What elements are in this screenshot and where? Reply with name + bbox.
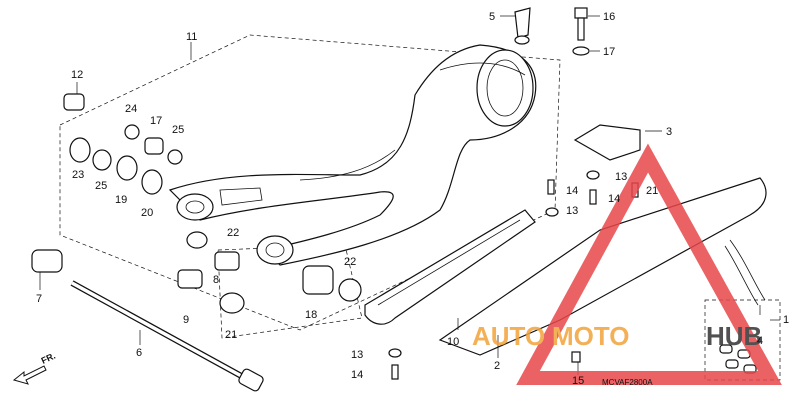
bolt-part-16 <box>574 7 588 41</box>
screw-part-15 <box>571 351 581 363</box>
bolt-part-14a <box>547 179 555 195</box>
callout-label: 15 <box>572 375 584 387</box>
callout-label: 13 <box>566 205 578 217</box>
collar-part-7 <box>31 249 63 273</box>
callout-label: 17 <box>603 46 615 58</box>
callout-label: 2 <box>494 360 500 372</box>
watermark-text-moto: MOTO <box>552 321 630 351</box>
callout-label: 13 <box>615 171 627 183</box>
callout-label: 23 <box>72 169 84 181</box>
bearing-part-20 <box>302 265 334 295</box>
collar-part-9 <box>177 269 203 289</box>
callout-label: 22 <box>227 227 239 239</box>
callout-label: 24 <box>125 103 137 115</box>
pivot-bolt-part-6 <box>70 280 264 392</box>
callout-label: 21 <box>225 329 237 341</box>
seal-part-22a <box>219 292 245 314</box>
leader-lines <box>39 15 780 375</box>
watermark-text-auto: AUTO <box>472 321 545 351</box>
callout-label: 12 <box>71 69 83 81</box>
front-direction-label: FR. <box>40 351 57 366</box>
callout-label: 13 <box>351 349 363 361</box>
callout-label: 22 <box>344 256 356 268</box>
washer-part-17 <box>572 46 590 56</box>
callout-label: 3 <box>666 126 672 138</box>
callout-label: 9 <box>183 314 189 326</box>
swingarm <box>168 44 537 266</box>
watermark-text-hub: HUB <box>706 321 762 351</box>
callout-labels: 11 12 24 17 25 23 25 19 20 22 8 9 21 18 … <box>36 11 789 387</box>
diagram-code: MCVAF2800A <box>602 378 653 387</box>
callout-label: 14 <box>566 185 578 197</box>
seal-part-25b <box>167 149 183 165</box>
bolt-part-14b <box>589 189 597 205</box>
chain-slider-part-10 <box>364 209 536 325</box>
hose-clamp-part-5 <box>514 7 531 45</box>
watermark: AUTO MOTO HUB <box>472 143 782 385</box>
callout-label: 8 <box>213 274 219 286</box>
front-direction-indicator: FR. <box>12 351 57 385</box>
callout-label: 6 <box>136 347 142 359</box>
callout-label: 1 <box>783 314 789 326</box>
bushing-part-12 <box>63 93 85 111</box>
callout-label: 21 <box>646 185 658 197</box>
washer-part-13a <box>545 207 559 217</box>
washer-part-13c <box>388 348 402 358</box>
seal-part-25a <box>124 124 140 140</box>
callout-label: 20 <box>141 207 153 219</box>
callout-label: 4 <box>757 335 763 347</box>
bearing-part-21a <box>116 155 138 181</box>
drive-chain-part-1 <box>724 239 766 306</box>
bolt-part-14c <box>391 364 399 380</box>
callout-label: 25 <box>172 124 184 136</box>
callout-label: 17 <box>150 115 162 127</box>
washer-part-13b <box>586 170 600 180</box>
dust-seal-part-24 <box>186 231 208 249</box>
chain-guard-bracket-part-3 <box>573 124 641 161</box>
oil-seal-part-23 <box>69 137 91 163</box>
swingarm-group-outline <box>59 34 561 331</box>
callout-label: 18 <box>305 309 317 321</box>
callout-label: 14 <box>608 193 620 205</box>
callout-label: 5 <box>489 11 495 23</box>
collar-part-19 <box>144 137 164 155</box>
bearing-part-21b <box>141 169 163 195</box>
callout-label: 7 <box>36 293 42 305</box>
watermark-triangle <box>516 143 782 385</box>
callout-label: 19 <box>115 194 127 206</box>
callout-label: 14 <box>351 369 363 381</box>
front-arrow-icon <box>12 365 47 385</box>
callout-label: 11 <box>186 31 197 43</box>
callout-label: 25 <box>95 180 107 192</box>
callout-label: 10 <box>447 336 459 348</box>
collar-part-8 <box>214 251 240 271</box>
seal-part-22b <box>338 278 362 302</box>
snap-ring-part-26 <box>92 149 112 171</box>
callout-label: 16 <box>603 11 615 23</box>
